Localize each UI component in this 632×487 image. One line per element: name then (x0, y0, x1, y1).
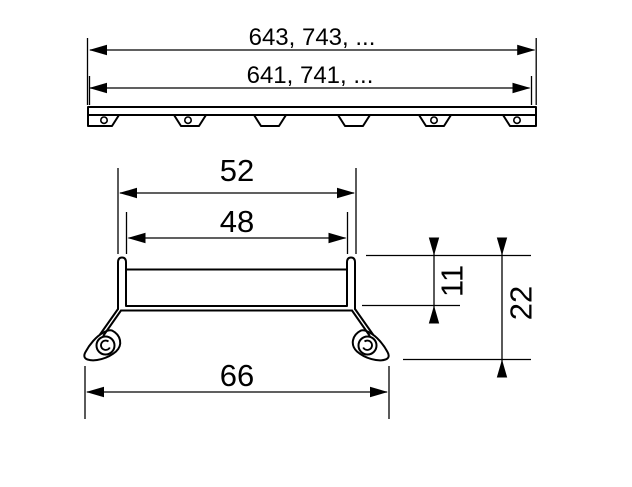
tab-hole (184, 116, 193, 125)
tab-hole (429, 116, 438, 125)
dim-arrowhead (517, 44, 536, 56)
dim-arrowhead (428, 237, 440, 256)
dim-arrowhead (496, 359, 508, 378)
dim-label-body-length: 641, 741, ... (247, 62, 374, 89)
top-view-extension-lines (86, 38, 537, 105)
dim-arrowhead (370, 386, 388, 398)
section-view-profile: 52 48 (83, 153, 539, 419)
dimension-foot-width: 66 (84, 358, 390, 419)
dim-label-outer-width: 52 (220, 153, 254, 188)
tab-hole (512, 116, 521, 125)
tab-hole (100, 116, 109, 125)
dimension-outer-width: 52 (117, 153, 357, 254)
dim-arrowhead (496, 237, 508, 256)
dim-arrowhead (89, 82, 107, 94)
plate-tab (337, 114, 371, 127)
plate-tab (502, 114, 537, 127)
plate-tab (253, 114, 287, 127)
dimension-overall-length: 643, 743, ... (89, 24, 536, 56)
dim-label-overall-length: 643, 743, ... (249, 24, 376, 51)
dim-label-foot-width: 66 (220, 358, 254, 393)
plate-bar (87, 106, 537, 116)
top-view-plate: 643, 743, ... 641, 741, ... (86, 24, 537, 127)
plate-tab (87, 114, 120, 127)
height-extension-lines (362, 254, 531, 361)
dim-arrowhead (512, 82, 531, 94)
dim-arrowhead (89, 44, 107, 56)
dimension-inner-width: 48 (125, 204, 349, 254)
dim-arrowhead (119, 187, 137, 199)
dim-arrowhead (328, 232, 347, 244)
dim-arrowhead (428, 305, 440, 324)
plate-tab (173, 114, 207, 127)
dimension-inner-height: 11 (428, 237, 470, 324)
dimension-body-length: 641, 741, ... (89, 62, 531, 94)
dim-label-total-height: 22 (504, 286, 539, 320)
dim-label-inner-width: 48 (220, 204, 254, 239)
dim-arrowhead (127, 232, 146, 244)
plate-tab (418, 114, 452, 127)
dim-arrowhead (86, 386, 104, 398)
dimension-total-height: 22 (496, 237, 539, 378)
plate-tabs (87, 114, 537, 127)
dim-label-inner-height: 11 (435, 265, 470, 297)
dim-arrowhead (337, 187, 355, 199)
